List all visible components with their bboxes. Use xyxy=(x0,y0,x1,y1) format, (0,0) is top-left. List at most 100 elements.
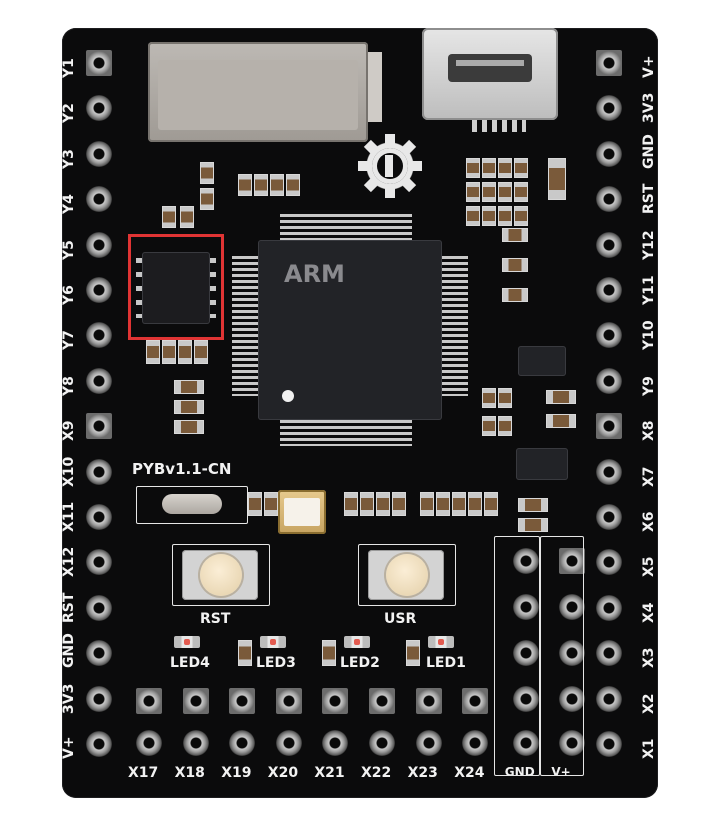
smd-component xyxy=(502,258,528,272)
left-header-pin xyxy=(86,186,112,213)
bottom-header-pin xyxy=(182,688,209,714)
mcu-chip: ARM xyxy=(258,240,442,420)
smd-component xyxy=(162,340,176,364)
smd-component xyxy=(546,390,576,404)
smd-component xyxy=(406,640,420,666)
bottom-pin-label: X24 xyxy=(454,765,485,781)
right-header-pin xyxy=(596,413,622,440)
led-4 xyxy=(174,636,200,648)
smd-component xyxy=(518,518,548,532)
right-header-pin xyxy=(596,504,622,530)
mcu-pins-left xyxy=(232,256,258,396)
smd-component xyxy=(200,162,214,184)
mcu-chip-marking: ARM xyxy=(284,260,345,288)
bottom-header-pin xyxy=(559,594,586,620)
smd-component xyxy=(484,492,498,516)
led-1-label: LED1 xyxy=(426,655,466,671)
smd-component xyxy=(548,158,566,200)
left-header-pin xyxy=(86,50,112,76)
mcu-pins-bottom xyxy=(280,420,412,446)
bottom-header-pin xyxy=(136,730,162,756)
led-3 xyxy=(260,636,286,648)
smd-component xyxy=(514,182,528,202)
left-header-pin xyxy=(86,458,112,485)
right-pin-label: Y10 xyxy=(641,320,657,351)
bottom-header-pin xyxy=(415,688,442,714)
left-pin-label: Y2 xyxy=(61,103,77,124)
bottom-header-pin xyxy=(322,688,349,714)
left-header-pin xyxy=(86,277,112,303)
left-header-pin xyxy=(86,549,112,576)
right-pin-label: X4 xyxy=(641,602,657,623)
smd-component xyxy=(518,498,548,512)
smd-component xyxy=(498,158,512,178)
rst-button[interactable] xyxy=(182,550,258,600)
smd-component xyxy=(286,174,300,196)
right-pin-label: X6 xyxy=(641,511,657,532)
left-header-pin xyxy=(86,640,112,667)
bottom-pin-label: X18 xyxy=(174,765,205,781)
smd-component xyxy=(498,182,512,202)
left-pin-label: Y3 xyxy=(61,148,77,169)
led-4-label: LED4 xyxy=(170,655,210,671)
bottom-header-pin xyxy=(512,730,539,756)
flash-chip xyxy=(136,252,216,324)
right-header-pin xyxy=(596,549,622,576)
left-header-pin xyxy=(86,95,112,122)
bottom-header-pin xyxy=(462,730,489,756)
smd-component xyxy=(468,492,482,516)
bottom-pin-label: X19 xyxy=(221,765,252,781)
right-header-pin xyxy=(596,322,622,349)
smd-component xyxy=(482,206,496,226)
smd-component xyxy=(146,340,160,364)
left-pin-label: GND xyxy=(61,633,77,669)
smd-component xyxy=(466,182,480,202)
smd-component xyxy=(498,206,512,226)
gear-logo-icon xyxy=(358,134,422,198)
smd-component xyxy=(514,206,528,226)
bottom-pin-label: X20 xyxy=(267,765,299,781)
smd-component xyxy=(546,414,576,428)
bottom-header-pin xyxy=(136,688,162,714)
left-header-pin xyxy=(86,140,112,167)
right-header-pin xyxy=(596,458,622,485)
left-header-pin xyxy=(86,594,112,621)
gnd-pin-group-outline xyxy=(494,536,540,776)
right-pin-label: GND xyxy=(641,133,657,169)
smd-component xyxy=(482,182,496,202)
smd-component xyxy=(466,206,480,226)
right-header-pin xyxy=(596,140,622,167)
bottom-pin-label: X17 xyxy=(128,765,159,781)
smd-component xyxy=(452,492,466,516)
left-pin-label: Y8 xyxy=(61,375,77,396)
smd-component xyxy=(248,492,262,516)
smd-component xyxy=(514,158,528,178)
left-header-pin xyxy=(86,367,112,394)
bottom-header-pin xyxy=(415,730,442,756)
usr-button[interactable] xyxy=(368,550,444,600)
rst-button-cap[interactable] xyxy=(200,554,242,596)
right-header-pin xyxy=(596,95,622,122)
left-pin-label: Y5 xyxy=(61,239,77,260)
crystal-1-outline xyxy=(136,486,248,524)
right-pin-label: X3 xyxy=(641,647,657,669)
smd-component xyxy=(436,492,450,516)
smd-component xyxy=(502,228,528,242)
highlight-box xyxy=(128,234,224,340)
smd-component xyxy=(238,640,252,666)
smd-component xyxy=(178,340,192,364)
rst-button-outline xyxy=(172,544,270,606)
smd-component xyxy=(482,158,496,178)
bottom-header-pin xyxy=(369,688,395,714)
smd-component xyxy=(420,492,434,516)
usr-button-cap[interactable] xyxy=(386,554,428,596)
left-pin-label: X11 xyxy=(61,501,77,532)
left-pin-label: X12 xyxy=(61,547,77,578)
smd-component xyxy=(194,340,208,364)
smd-component xyxy=(180,206,194,228)
left-pin-label: Y4 xyxy=(61,194,77,215)
regulator-1 xyxy=(518,346,566,376)
smd-component xyxy=(502,288,528,302)
crystal-2 xyxy=(278,490,326,534)
led-2-label: LED2 xyxy=(340,655,380,671)
